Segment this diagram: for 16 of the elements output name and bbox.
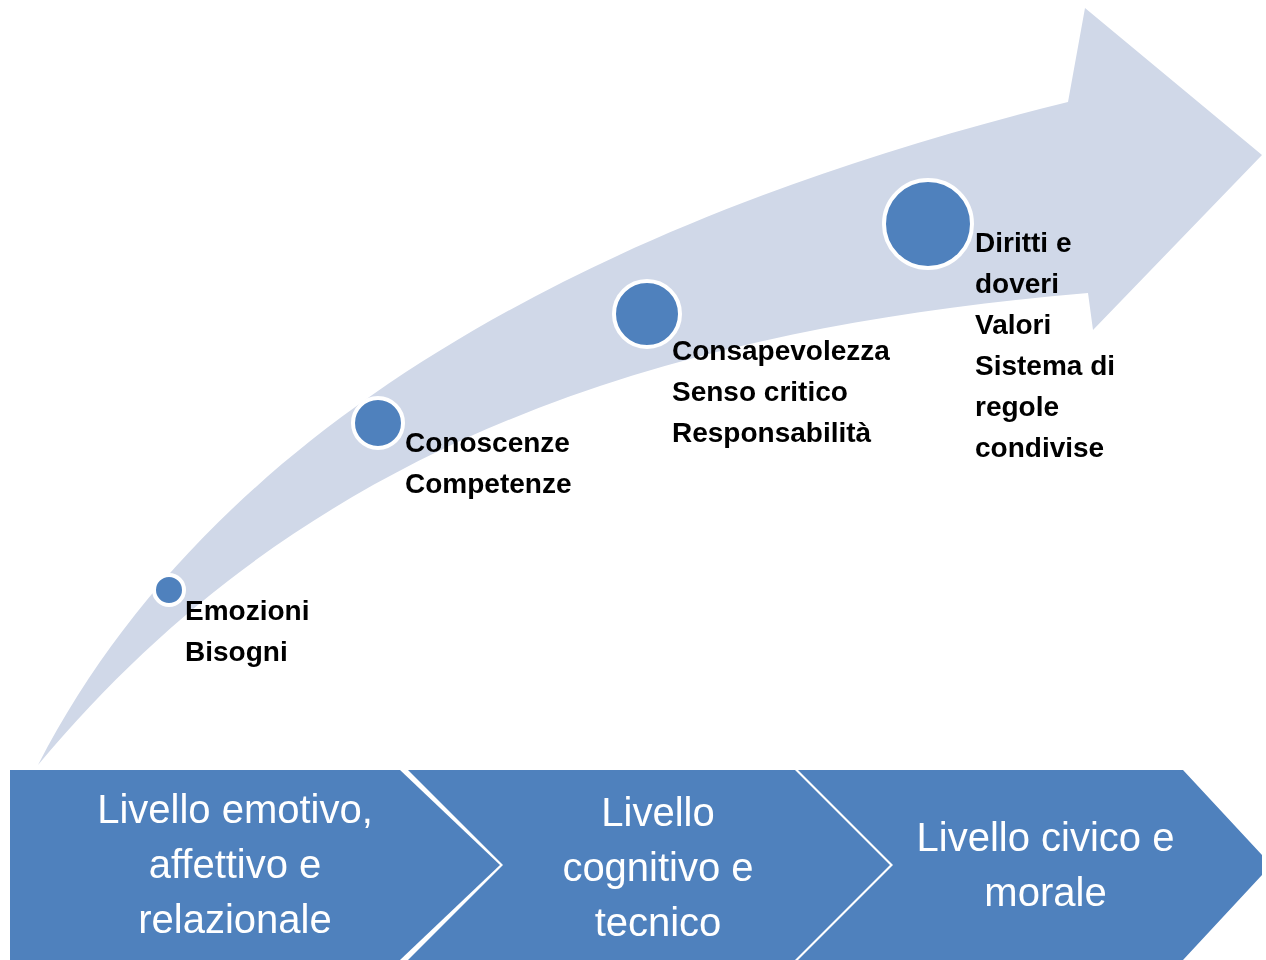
step-text: Conoscenze — [405, 426, 570, 460]
stage-label: Livello emotivo, affettivo e relazionale — [96, 786, 374, 943]
step-text: Sistema di regole condivise — [975, 349, 1117, 465]
stage-label: Livello civico e morale — [915, 814, 1176, 916]
step-text: Competenze — [405, 467, 572, 501]
stage-band — [10, 770, 502, 960]
step-text: Consapevolezza — [672, 334, 890, 368]
step-text: Senso critico — [672, 375, 848, 409]
step-text: Bisogni — [185, 635, 288, 669]
step-text: Responsabilità — [672, 416, 872, 450]
step-text: Valori — [975, 308, 1052, 342]
circle-marker — [151, 572, 187, 608]
step-text: Emozioni — [185, 594, 310, 628]
stage-label: Livello cognitivo e tecnico — [561, 789, 755, 946]
circle-marker — [881, 177, 975, 271]
step-text: Diritti e doveri — [975, 226, 1073, 301]
